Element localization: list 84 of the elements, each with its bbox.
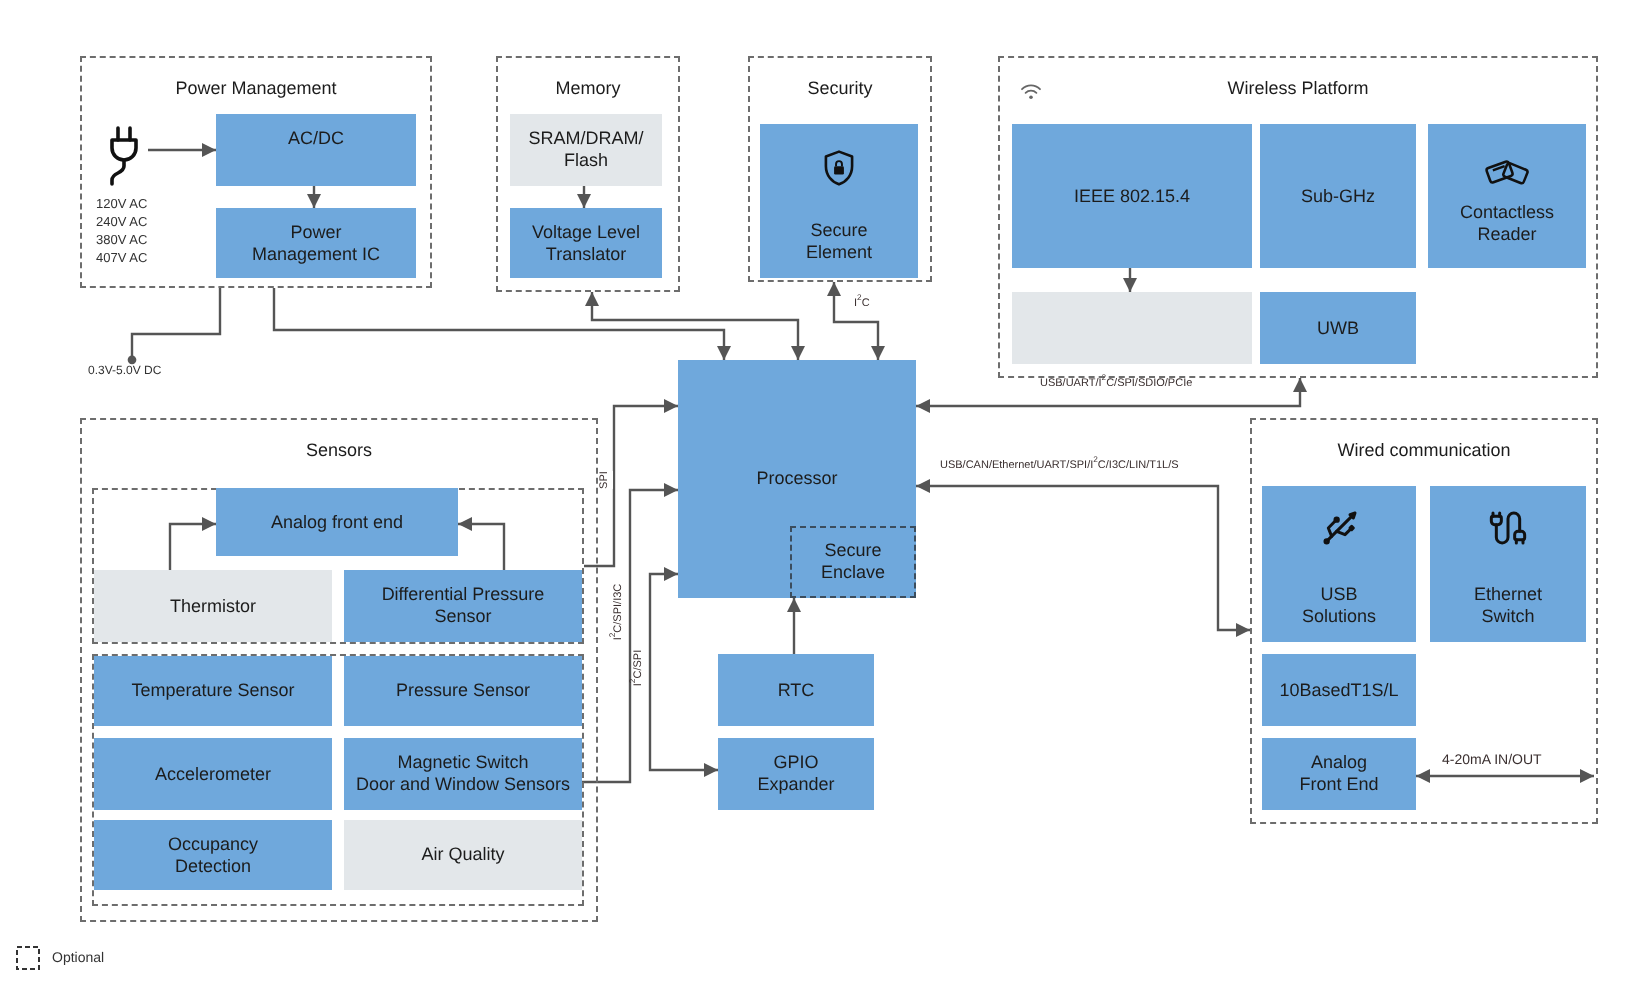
arrow xyxy=(584,399,678,568)
node-label: Power Management IC xyxy=(251,221,381,265)
component-box xyxy=(344,570,582,642)
arrow xyxy=(307,186,321,208)
node-label: Processor xyxy=(756,468,838,490)
node-label: Accelerometer xyxy=(154,763,272,785)
component-box xyxy=(94,738,332,810)
component-box xyxy=(94,570,332,642)
node-label: Differential Pressure Sensor xyxy=(381,584,545,628)
node-label: Ethernet Switch xyxy=(1473,584,1543,628)
dashed-group-box xyxy=(80,418,598,922)
dashed-group-box xyxy=(1250,418,1598,824)
node-label: Secure Element xyxy=(805,220,873,264)
node-label: Occupancy Detection xyxy=(167,833,259,877)
component-box xyxy=(344,656,582,726)
node-label: AC/DC xyxy=(287,128,344,150)
dot-ended-line xyxy=(127,288,222,365)
double-arrow xyxy=(916,378,1307,413)
node-label: USB Solutions xyxy=(1301,584,1377,628)
component-box xyxy=(1260,292,1416,364)
component-box xyxy=(1262,486,1416,642)
node-label: RTC xyxy=(777,679,815,701)
dashed-group-box xyxy=(80,56,432,288)
arrow xyxy=(148,143,216,157)
component-box xyxy=(94,656,332,726)
dashed-group-box xyxy=(748,56,932,282)
node-label: Sub-GHz xyxy=(1300,185,1375,207)
dashed-group-box xyxy=(496,56,680,292)
component-box xyxy=(344,820,582,890)
group-title: Power Management xyxy=(175,78,337,100)
component-box xyxy=(344,738,582,810)
dashed-group-box xyxy=(92,654,584,906)
component-box xyxy=(94,820,332,890)
double-arrow xyxy=(585,292,805,360)
component-box xyxy=(1012,124,1252,268)
component-box xyxy=(1430,486,1586,642)
node-label: Temperature Sensor xyxy=(131,680,295,702)
component-box xyxy=(678,360,916,598)
arrow xyxy=(272,288,731,360)
arrow xyxy=(458,517,506,570)
component-box xyxy=(760,124,918,278)
arrow xyxy=(168,517,216,570)
node-label: Analog Front End xyxy=(1299,752,1379,796)
node-label: Thermistor xyxy=(169,595,256,617)
empty-panel xyxy=(1012,292,1252,364)
component-box xyxy=(1428,124,1586,268)
component-box xyxy=(718,738,874,810)
arrow xyxy=(577,186,591,208)
group-title: Memory xyxy=(555,78,621,100)
node-label: 10BasedT1S/L xyxy=(1279,679,1399,701)
node-label: IEEE 802.15.4 xyxy=(1073,185,1191,207)
node-label: SRAM/DRAM/ Flash xyxy=(528,128,644,172)
node-label: UWB xyxy=(1317,317,1359,339)
node-label: Contactless Reader xyxy=(1459,202,1555,246)
component-box xyxy=(216,488,458,556)
component-box xyxy=(216,114,416,186)
component-box xyxy=(718,654,874,726)
node-label: GPIO Expander xyxy=(757,752,835,796)
node-label: Air Quality xyxy=(421,844,505,866)
component-box xyxy=(1260,124,1416,268)
dashed-box xyxy=(790,526,916,598)
double-arrow xyxy=(827,282,885,360)
node-label: Voltage Level Translator xyxy=(529,221,643,265)
arrow xyxy=(787,598,801,654)
dashed-group-box xyxy=(998,56,1598,378)
node-label: Secure Enclave xyxy=(820,540,886,584)
group-title: Wired communication xyxy=(1337,440,1511,462)
node-label: Pressure Sensor xyxy=(395,680,531,702)
arrow xyxy=(1123,268,1137,292)
arrow xyxy=(582,483,678,784)
component-box xyxy=(1262,654,1416,726)
component-box xyxy=(510,114,662,186)
double-arrow xyxy=(648,567,718,777)
dashed-group-box xyxy=(92,488,584,644)
double-arrow xyxy=(1416,769,1594,783)
node-label: Analog front end xyxy=(270,511,404,533)
component-box xyxy=(216,208,416,278)
group-title: Wireless Platform xyxy=(1227,78,1369,100)
double-arrow xyxy=(916,479,1250,637)
node-label: Magnetic Switch Door and Window Sensors xyxy=(355,752,571,796)
group-title: Sensors xyxy=(305,440,373,462)
group-title: Security xyxy=(807,78,873,100)
component-box xyxy=(1262,738,1416,810)
component-box xyxy=(510,208,662,278)
